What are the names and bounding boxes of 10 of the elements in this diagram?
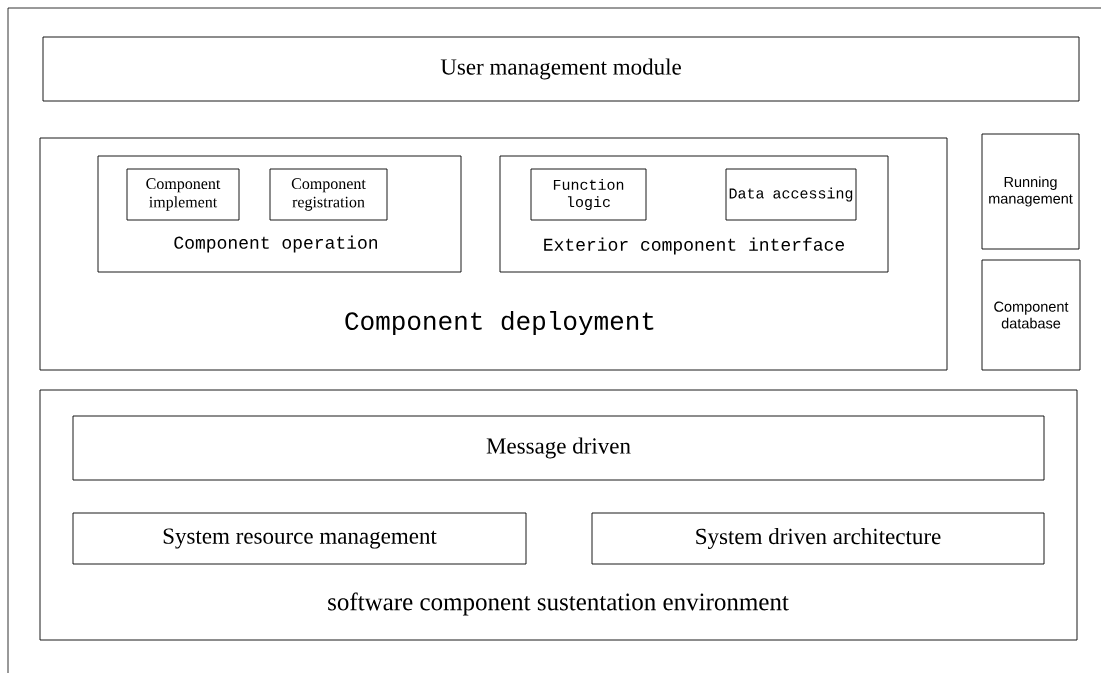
module-box: System resource management [72,512,527,565]
module-box: Component implement [126,168,240,221]
module-box: Message driven [72,415,1045,481]
module-box: Running management [981,133,1080,250]
module-box: Component database [981,259,1081,371]
module-box: Data accessing [725,168,857,221]
module-box: Function logic [530,168,647,221]
module-box: Component registration [269,168,388,221]
module-box: User management module [42,36,1080,102]
module-box: System driven architecture [591,512,1045,565]
